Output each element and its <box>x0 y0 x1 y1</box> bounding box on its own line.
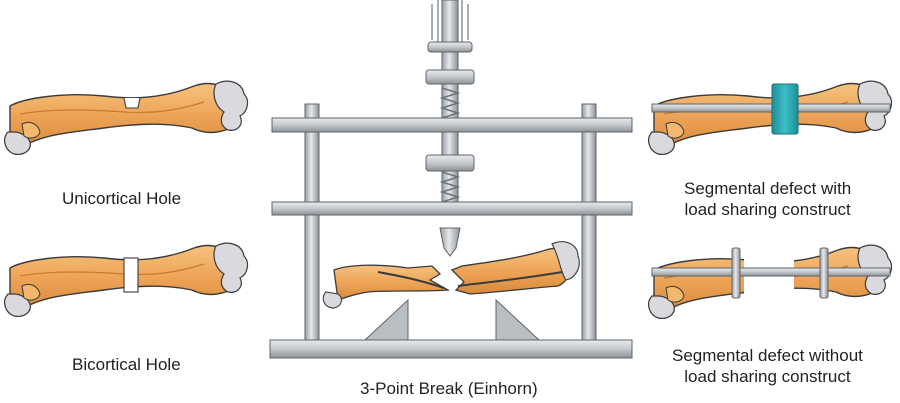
bicortical-hole-channel <box>123 257 139 293</box>
caption-seg-without: Segmental defect without load sharing co… <box>672 345 863 387</box>
unicortical-hole-bone <box>3 80 249 156</box>
segmental-defect-without-load-sharing <box>647 244 893 320</box>
frame-post-left <box>304 103 320 355</box>
motion-lines <box>431 0 469 42</box>
fixation-pin-left <box>731 247 741 299</box>
caption-seg-without-line2: load sharing construct <box>684 367 851 386</box>
frame-crossbar-top <box>271 117 633 133</box>
spring-upper <box>439 87 461 124</box>
plunger-collar-top <box>427 41 473 53</box>
frame-crossbar-middle <box>271 201 633 216</box>
caption-three-point-text: 3-Point Break (Einhorn) <box>360 379 538 398</box>
caption-seg-with: Segmental defect with load sharing const… <box>684 178 851 220</box>
broken-bone-left-fragment <box>322 264 451 309</box>
segmental-defect-with-load-sharing <box>647 80 893 156</box>
intramedullary-rod <box>651 103 891 113</box>
frame-post-right <box>581 103 597 355</box>
caption-bicortical: Bicortical Hole <box>72 354 181 375</box>
load-sharing-sleeve <box>771 83 799 135</box>
caption-bicortical-text: Bicortical Hole <box>72 355 181 374</box>
caption-seg-with-line2: load sharing construct <box>684 200 851 219</box>
plunger-tip <box>439 227 461 257</box>
caption-unicortical-text: Unicortical Hole <box>62 189 182 208</box>
caption-three-point: 3-Point Break (Einhorn) <box>360 378 538 399</box>
broken-bone-right-fragment <box>450 241 580 295</box>
caption-seg-with-line1: Segmental defect with <box>684 179 852 198</box>
three-point-rig <box>269 0 633 359</box>
support-wedge-right <box>495 298 541 341</box>
plunger-block-middle <box>425 154 475 172</box>
spring-lower <box>439 171 461 208</box>
frame-base-plate <box>269 339 633 359</box>
fixation-pin-right <box>819 247 829 299</box>
caption-seg-without-line1: Segmental defect without <box>672 346 863 365</box>
caption-unicortical: Unicortical Hole <box>62 188 181 209</box>
support-wedge-left <box>363 298 409 341</box>
bicortical-hole-bone <box>3 242 249 318</box>
fixation-rod <box>651 267 891 277</box>
unicortical-hole-notch <box>123 97 141 109</box>
plunger-block-upper <box>425 69 475 85</box>
segmental-gap <box>744 254 794 302</box>
